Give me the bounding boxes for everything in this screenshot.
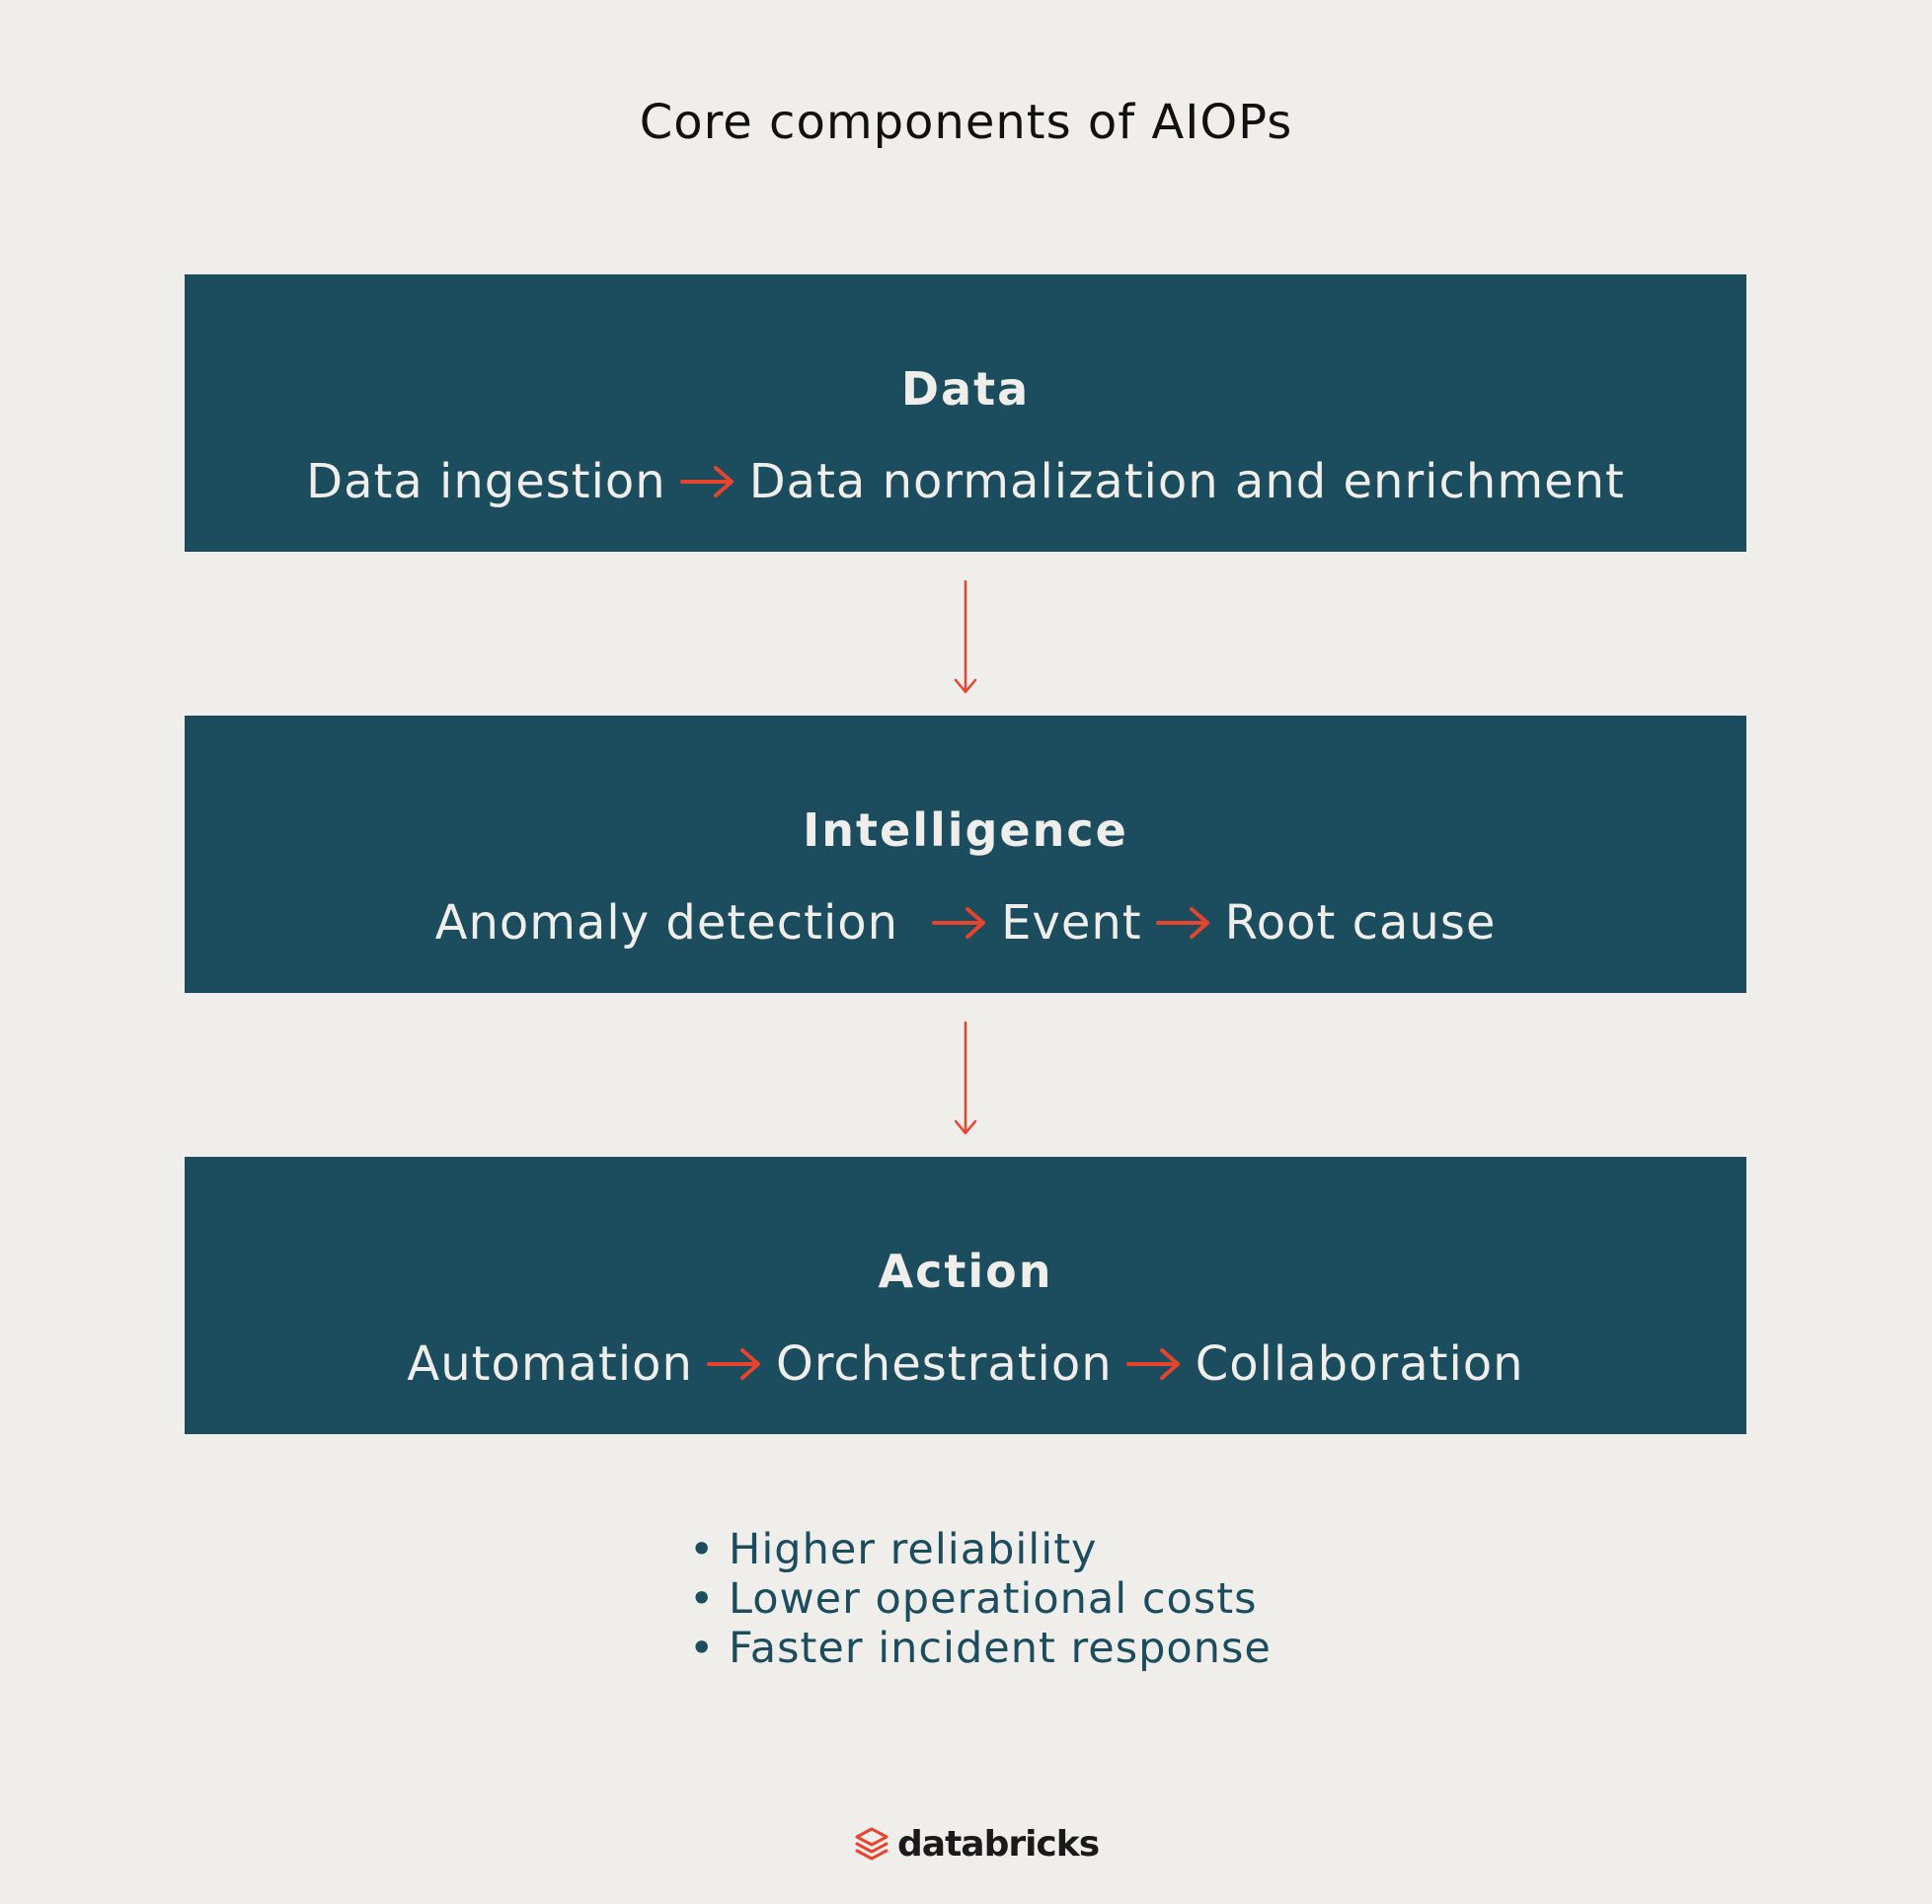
flow-step: Data normalization and enrichment	[748, 454, 1625, 509]
logo-text: databricks	[897, 1824, 1100, 1865]
arrow-right-icon	[932, 907, 986, 939]
flow-row: Automation Orchestration Collaboration	[185, 1334, 1746, 1394]
arrow-down-icon	[954, 579, 977, 694]
benefits-list: • Higher reliability • Lower operational c…	[681, 1525, 1272, 1673]
bullet: •	[689, 1525, 716, 1574]
block-title: Action	[878, 1245, 1053, 1298]
block-title: Data	[900, 362, 1031, 416]
flow-step: Anomaly detection	[434, 895, 899, 951]
bullet: •	[689, 1574, 716, 1624]
block-title: Intelligence	[803, 803, 1128, 857]
flow-row: Data ingestion Data normalization and en…	[185, 452, 1746, 511]
databricks-logo: databricks	[854, 1824, 1100, 1865]
block-data: Data Data ingestion Data normalization a…	[185, 274, 1746, 552]
flow-step: Root cause	[1224, 895, 1497, 951]
block-intelligence: Intelligence Anomaly detection Event Roo…	[185, 716, 1746, 993]
diagram-title: Core components of AIOPs	[639, 95, 1293, 150]
flow-step: Event	[1001, 895, 1142, 951]
list-item: • Higher reliability	[681, 1525, 1272, 1574]
databricks-stack-icon	[855, 1827, 889, 1860]
benefit-text: Higher reliability	[729, 1525, 1098, 1574]
flow-step: Orchestration	[775, 1336, 1113, 1392]
arrow-right-icon	[679, 466, 734, 497]
flow-row: Anomaly detection Event Root cause	[185, 893, 1746, 952]
benefit-text: Lower operational costs	[729, 1574, 1258, 1624]
arrow-down-icon	[954, 1021, 977, 1135]
flow-step: Collaboration	[1195, 1336, 1524, 1392]
benefit-text: Faster incident response	[729, 1624, 1272, 1673]
arrow-right-icon	[706, 1348, 760, 1380]
block-action: Action Automation Orchestration Collabor…	[185, 1157, 1746, 1434]
list-item: • Faster incident response	[681, 1624, 1272, 1673]
arrow-right-icon	[1125, 1348, 1180, 1380]
list-item: • Lower operational costs	[681, 1574, 1272, 1624]
arrow-right-icon	[1155, 907, 1209, 939]
flow-step: Automation	[407, 1336, 693, 1392]
bullet: •	[689, 1624, 716, 1673]
flow-step: Data ingestion	[306, 454, 666, 509]
